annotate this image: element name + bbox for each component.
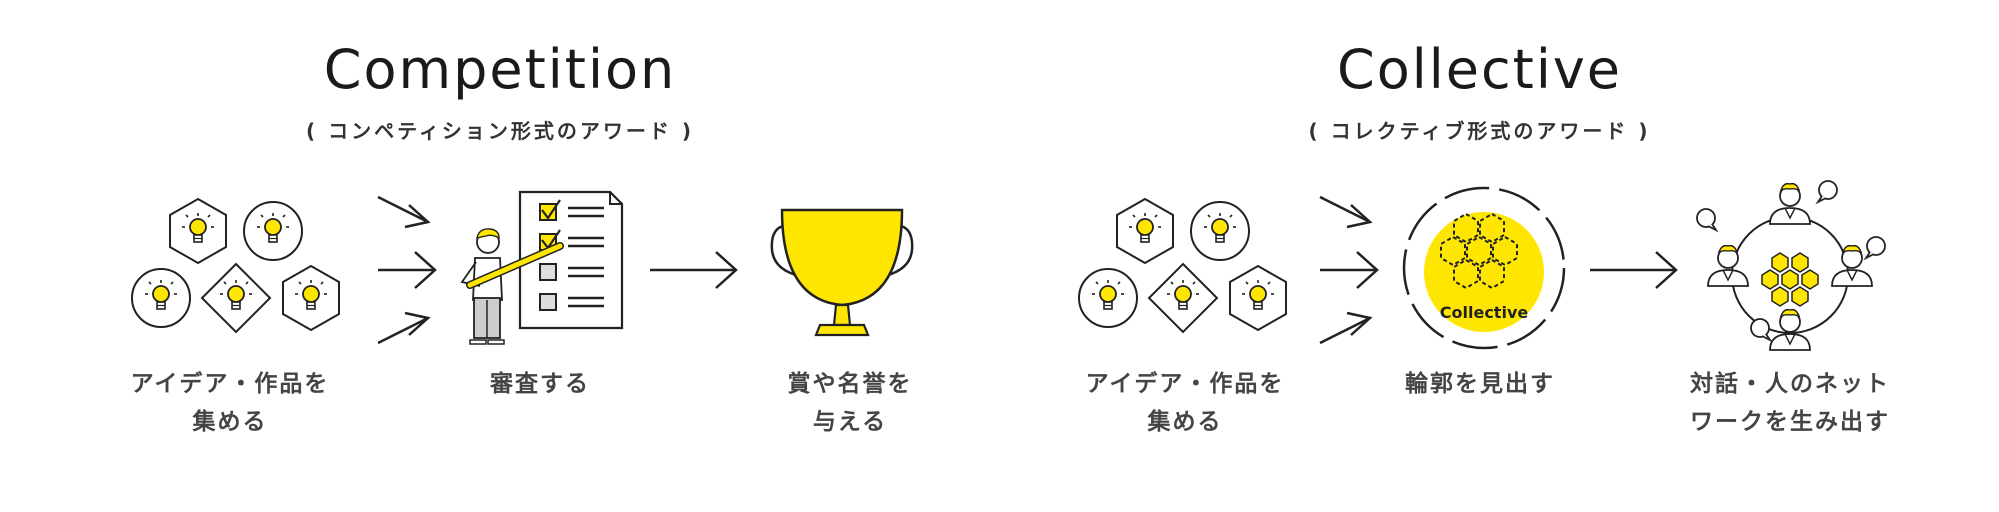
competition-subtitle: ( コンペティション形式のアワード ): [305, 119, 694, 143]
step-label-line1: 輪郭を見出す: [1405, 371, 1555, 397]
speech-bubble-icon: [1863, 236, 1886, 261]
arrow-right-icon: [1320, 251, 1379, 289]
competition-panel: Competition ( コンペティション形式のアワード ): [305, 38, 694, 143]
step-label-line1: 審査する: [490, 371, 590, 397]
person-avatar-icon: [1707, 244, 1749, 287]
competition-idea-cluster: [132, 199, 339, 332]
collective-input-arrows: [1319, 195, 1379, 345]
arrow-up-right-icon: [1319, 311, 1373, 345]
person-avatar-icon: [1769, 308, 1811, 351]
circle-bulb-icon: [1191, 202, 1249, 260]
step-label-line2: 与える: [812, 409, 888, 435]
hex-bulb-icon: [170, 199, 226, 263]
judging-checklist-icon: [518, 190, 624, 330]
person-avatar-icon: [1831, 244, 1873, 287]
speech-bubble-icon: [1750, 318, 1773, 343]
circle-bulb-icon: [244, 202, 302, 260]
step-label-line1: 賞や名誉を: [787, 371, 913, 397]
step-label-line2: 集める: [1147, 409, 1223, 435]
collective-step-outline-label: 輪郭を見出す: [1370, 365, 1590, 403]
arrow-right-icon: [378, 251, 437, 289]
collective-badge-label: Collective: [1440, 303, 1529, 322]
speech-bubble-icon: [1696, 208, 1719, 233]
step-label-line1: アイデア・作品を: [130, 371, 330, 397]
collective-subtitle: ( コレクティブ形式のアワード ): [1308, 119, 1651, 143]
competition-title: Competition: [323, 38, 677, 101]
collective-badge-icon: Collective: [1402, 186, 1566, 350]
speech-bubble-icon: [1815, 180, 1838, 205]
judge-figure-icon: [460, 228, 564, 345]
collective-step-network-label: 対話・人のネット ワークを生み出す: [1660, 365, 1920, 441]
hex-bulb-icon: [1230, 266, 1286, 330]
collective-idea-cluster: [1079, 199, 1286, 332]
diamond-bulb-icon: [202, 264, 270, 332]
circle-bulb-icon: [1079, 269, 1137, 327]
people-network-icon: [1696, 180, 1886, 351]
circle-bulb-icon: [132, 269, 190, 327]
arrow-down-right-icon: [1319, 195, 1373, 229]
collective-panel: Collective ( コレクティブ形式のアワード ): [1000, 0, 1999, 512]
competition-step-judge-label: 審査する: [440, 365, 640, 403]
step-label-line2: ワークを生み出す: [1690, 409, 1890, 435]
step-label-line2: 集める: [192, 409, 268, 435]
competition-step-collect-label: アイデア・作品を 集める: [100, 365, 360, 441]
step-label-line1: 対話・人のネット: [1690, 371, 1890, 397]
collective-title: Collective: [1336, 38, 1623, 101]
arrow-right-icon: [650, 251, 738, 289]
competition-step-award-label: 賞や名誉を 与える: [750, 365, 950, 441]
hex-bulb-icon: [1117, 199, 1173, 263]
hex-bulb-icon: [283, 266, 339, 330]
diamond-bulb-icon: [1149, 264, 1217, 332]
step-label-line1: アイデア・作品を: [1085, 371, 1285, 397]
arrow-up-right-icon: [377, 311, 431, 345]
trophy-icon: [770, 208, 914, 337]
arrow-right-icon: [1590, 251, 1678, 289]
person-avatar-icon: [1769, 182, 1811, 225]
arrow-down-right-icon: [377, 195, 431, 229]
collective-step-collect-label: アイデア・作品を 集める: [1055, 365, 1315, 441]
competition-input-arrows: [377, 195, 437, 345]
